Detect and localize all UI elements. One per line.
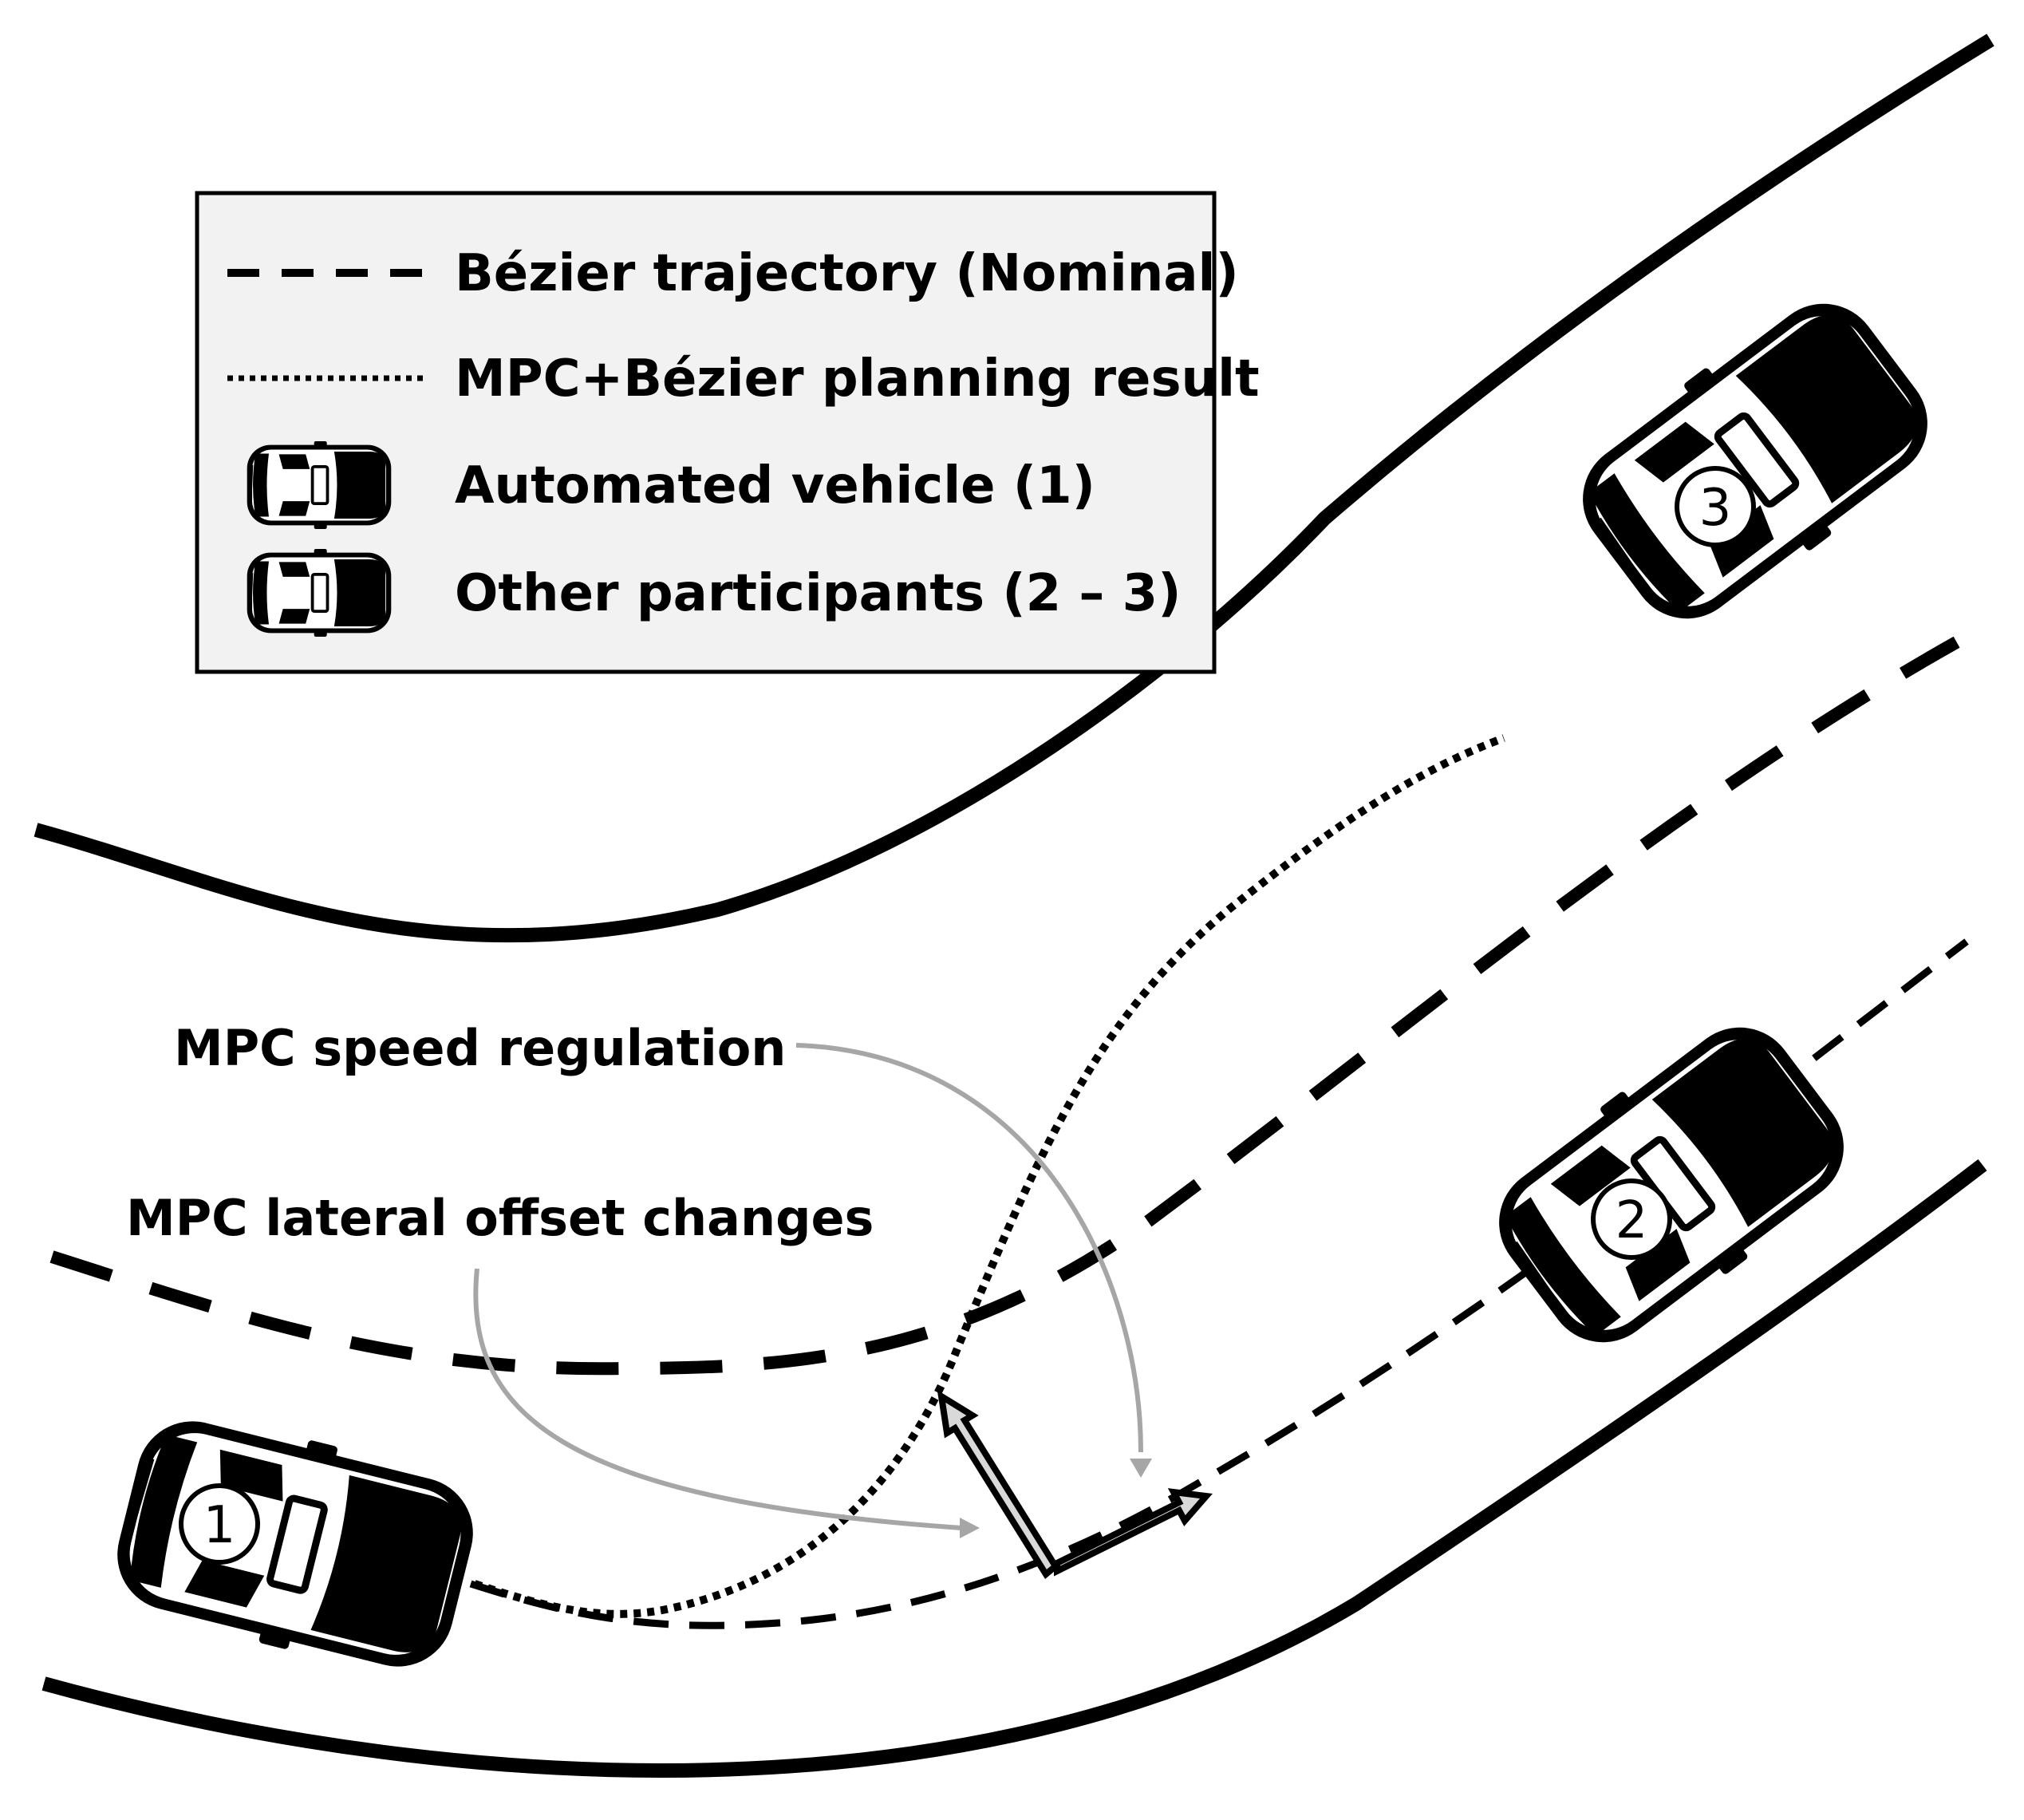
planning-result-trajectory [473,734,1505,1618]
vehicle-3-label-badge [1675,466,1756,547]
legend-label-nominal: Bézier trajectory (Nominal) [455,244,1239,303]
lateral-annotation-arrowhead [960,1518,980,1538]
annotation-speed-regulation: MPC speed regulation [174,1019,786,1077]
vehicle-1 [104,1401,487,1687]
vehicle-2 [1471,998,1871,1372]
vehicle-3 [1555,274,1955,648]
legend-car-icon-automated [245,440,393,531]
lateral-annotation-arrow [473,1268,962,1530]
legend-label-others: Other participants (2 – 3) [455,564,1181,623]
legend: Bézier trajectory (Nominal) MPC+Bézier p… [195,191,1260,674]
speed-annotation-arrow [795,1043,1143,1453]
vehicle-1-label-badge [179,1483,260,1565]
vehicle-3-label: 3 [1699,479,1732,538]
legend-car-icon-others [245,547,393,638]
speed-annotation-arrowhead [1130,1459,1152,1478]
lane-centerline [49,629,1974,1376]
road-edge-upper [34,34,1994,943]
vehicle-2-label-badge [1591,1178,1672,1260]
legend-label-automated: Automated vehicle (1) [455,456,1095,515]
vehicle-2-label: 2 [1616,1191,1648,1250]
annotation-lateral-offset: MPC lateral offset changes [126,1189,874,1247]
lateral-offset-vector [937,1390,1060,1580]
road-edge-lower [41,1159,1987,1778]
vehicle-1-label: 1 [203,1496,236,1555]
speed-vector [1054,1488,1213,1577]
legend-label-planning: MPC+Bézier planning result [455,349,1260,409]
